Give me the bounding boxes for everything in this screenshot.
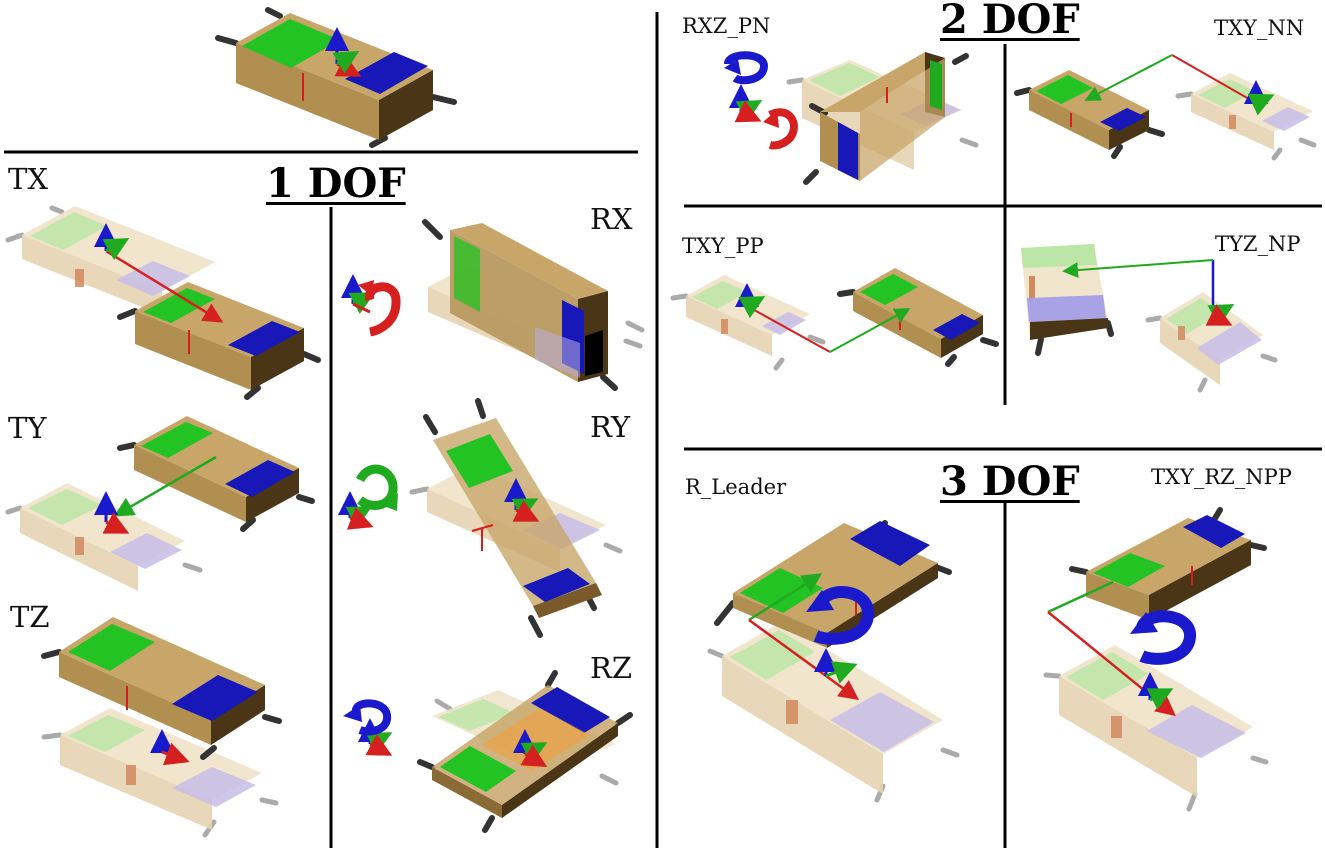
label-txy-pp: TXY_PP <box>682 234 764 258</box>
ry-diagram <box>409 398 623 638</box>
tz-diagram <box>41 617 282 838</box>
label-txy-nn: TXY_NN <box>1214 16 1305 40</box>
header-1-dof: 1 DOF <box>266 160 406 207</box>
rxz-pn-rotation-icon <box>724 51 798 150</box>
label-r-leader: R_Leader <box>685 475 787 499</box>
txy-nn-diagram <box>1014 54 1317 161</box>
ty-diagram <box>5 416 315 591</box>
ry-rotation-icon <box>338 464 398 530</box>
txy-rz-npp-diagram <box>1043 507 1269 812</box>
label-tyz-np: TYZ_NP <box>1215 232 1301 256</box>
label-tx: TX <box>8 162 48 196</box>
section-dividers <box>4 12 1322 848</box>
txy-pp-diagram <box>670 268 999 371</box>
rxz-pn-diagram <box>786 52 979 185</box>
label-ty: TY <box>8 411 47 445</box>
label-ry: RY <box>590 410 631 444</box>
reference-block <box>215 7 457 148</box>
label-tz: TZ <box>10 600 50 634</box>
tyz-np-diagram <box>1021 244 1278 393</box>
rx-rotation-icon <box>341 274 401 337</box>
header-3-dof: 3 DOF <box>940 458 1080 505</box>
header-2-dof: 2 DOF <box>940 0 1080 43</box>
r-leader-diagram <box>707 520 960 803</box>
rz-diagram <box>417 670 633 833</box>
label-rz: RZ <box>590 651 632 685</box>
label-rxz-pn: RXZ_PN <box>682 14 771 38</box>
rx-diagram <box>422 219 645 391</box>
label-txy-rz-npp: TXY_RZ_NPP <box>1151 465 1292 489</box>
rz-rotation-icon <box>343 699 393 756</box>
label-rx: RX <box>590 202 633 236</box>
tx-diagram <box>5 205 321 400</box>
